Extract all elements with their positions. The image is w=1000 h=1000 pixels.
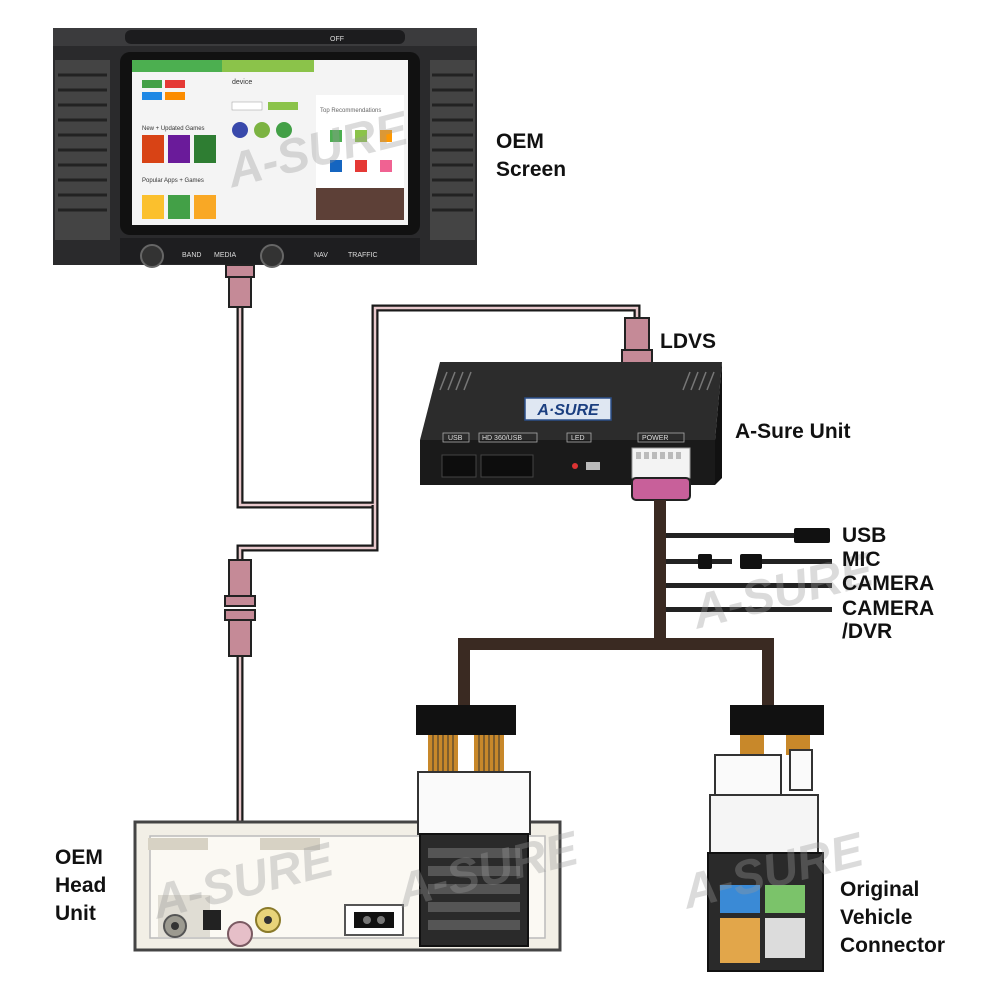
unit-brand-logo: A·SURE — [536, 402, 600, 419]
label-original-vehicle-connector: Original Vehicle Connector — [840, 878, 945, 957]
cable-screen-to-unit-core — [238, 305, 639, 507]
screen-button-band: BAND — [182, 252, 201, 259]
label-usb: USB — [842, 524, 887, 547]
head-unit-quadlock — [416, 705, 531, 947]
original-vehicle-connector — [707, 705, 824, 972]
screen-display: New + Updated Games Popular Apps + Games… — [132, 60, 408, 225]
screen-button-nav: NAV — [314, 252, 328, 259]
label-mic: MIC — [842, 548, 881, 571]
oem-screen: OFF — [53, 28, 477, 268]
screen-button-traffic: TRAFFIC — [348, 252, 378, 259]
label-oem-head-unit: OEM Head Unit — [55, 846, 107, 925]
label-oem-screen: OEM Screen — [496, 130, 567, 181]
screen-top-readout: OFF — [330, 36, 344, 43]
unit-port-power: POWER — [642, 435, 668, 442]
cable-unit-to-head-core — [238, 505, 377, 562]
unit-port-led: LED — [571, 435, 585, 442]
screen-button-media: MEDIA — [214, 252, 237, 259]
unit-port-usb: USB — [448, 435, 463, 442]
right-vent — [430, 60, 475, 240]
screen-recommendations: Top Recommendations — [320, 108, 381, 114]
asure-unit: A·SURE USB HD 360/USB LED POWER — [420, 362, 722, 485]
unit-port-hd360: HD 360/USB — [482, 435, 522, 442]
label-camera: CAMERA — [842, 572, 935, 595]
branch-wires — [666, 528, 832, 612]
power-harness — [458, 477, 774, 712]
cable-unit-to-head — [236, 505, 379, 562]
left-vent — [55, 60, 110, 240]
connector-ldvs — [621, 317, 653, 365]
screen-app-title: device — [232, 79, 252, 86]
connector-inline-pair — [224, 559, 256, 657]
label-camera-dvr: CAMERA /DVR — [842, 597, 935, 643]
screen-section-popular: Popular Apps + Games — [142, 178, 204, 184]
connector-screen — [225, 264, 255, 308]
lvds-cables — [236, 304, 641, 878]
label-asure-unit: A-Sure Unit — [735, 420, 851, 443]
screen-section-new: New + Updated Games — [142, 126, 205, 132]
label-ldvs: LDVS — [660, 330, 717, 353]
